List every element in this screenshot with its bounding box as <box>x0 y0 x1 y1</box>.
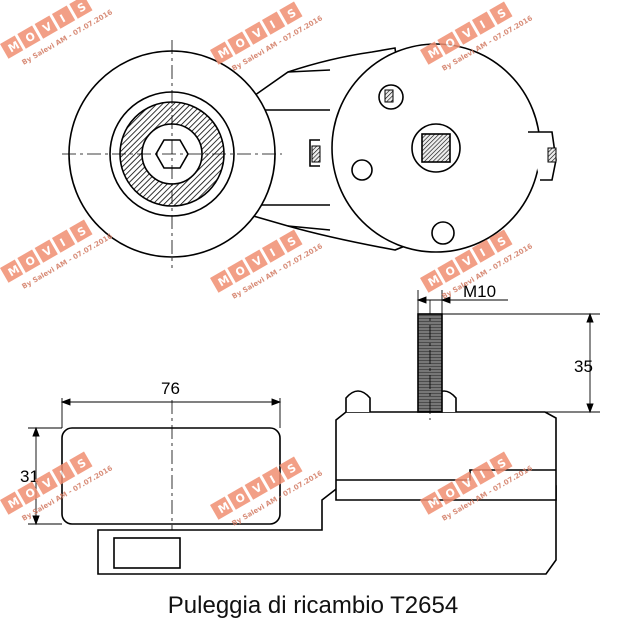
svg-text:I: I <box>268 246 278 259</box>
rivet-left <box>351 159 373 181</box>
svg-text:I: I <box>58 236 68 249</box>
width-dimension-label: 76 <box>161 379 180 398</box>
tensioner-boss <box>421 133 451 163</box>
stud-length-label: 35 <box>574 357 593 376</box>
svg-text:I: I <box>478 246 488 259</box>
svg-text:I: I <box>58 468 68 481</box>
rivet-bottom <box>431 221 455 245</box>
svg-text:I: I <box>58 12 68 25</box>
boss-left <box>345 390 371 412</box>
part-caption: Puleggia di ricambio T2654 <box>167 592 459 619</box>
svg-text:I: I <box>478 468 488 481</box>
dimensions <box>28 290 600 526</box>
thread-size-label: M10 <box>463 282 496 301</box>
height-dimension-label: 31 <box>20 467 39 486</box>
svg-text:I: I <box>268 473 278 486</box>
svg-text:I: I <box>268 18 278 31</box>
top-view <box>62 40 557 268</box>
side-view <box>61 300 557 575</box>
svg-text:I: I <box>478 18 488 31</box>
bracket-slot <box>113 537 181 569</box>
